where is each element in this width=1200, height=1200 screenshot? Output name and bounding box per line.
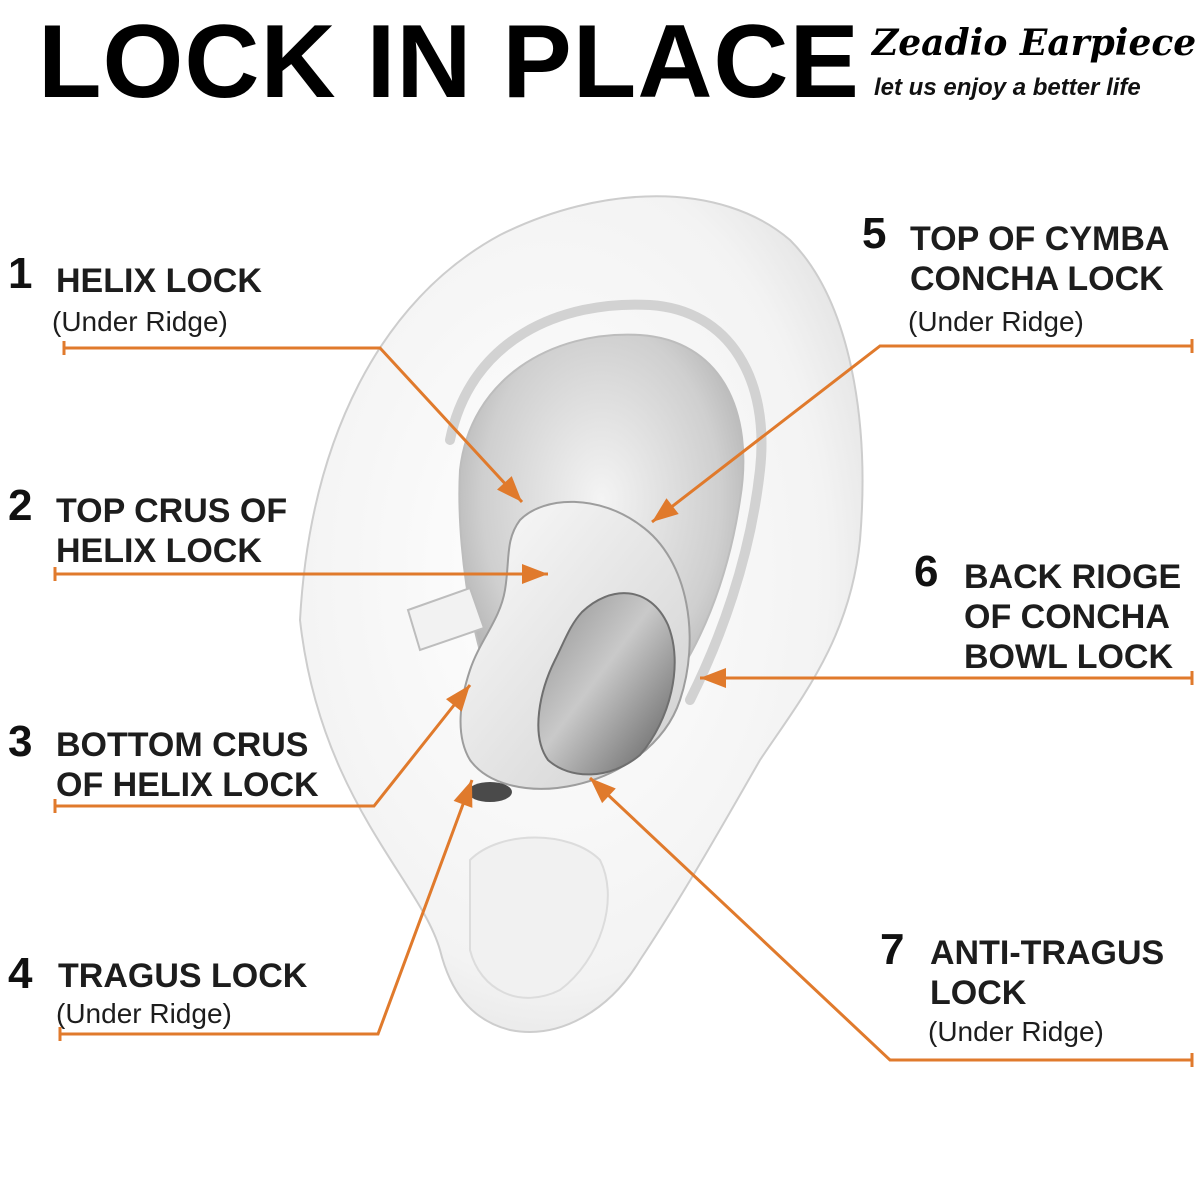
callout-3-arrowhead [446,685,470,712]
callout-7-leader-line [588,776,1192,1062]
earpiece-stem [406,586,486,652]
page-title: LOCK IN PLACE [38,4,860,120]
callout-6-arrowhead [700,668,726,688]
callout-2-label-line-2: HELIX LOCK [56,532,262,570]
callout-4-arrowhead [453,780,473,808]
callout-7-label-line-1: ANTI-TRAGUS [930,934,1165,972]
callout-7-label-line-2: LOCK [930,974,1027,1012]
callout-7-sub: (Under Ridge) [928,1016,1104,1047]
callout-3-label-line-2: OF HELIX LOCK [56,766,319,804]
callout-5-sub: (Under Ridge) [908,306,1084,337]
callout-6-label-line-1: BACK RIOGE [964,558,1182,596]
callout-3-number: 3 [8,717,33,766]
callout-4-number: 4 [8,949,33,998]
callout-1-label-line-1: HELIX LOCK [56,262,262,300]
brand-tagline: let us enjoy a better life [874,74,1141,101]
callout-2-number: 2 [8,481,33,530]
earpiece-faceplate [537,592,676,776]
callout-7-arrowhead [590,778,616,804]
callout-6-label-line-2: OF CONCHA [964,598,1170,636]
callout-4-leader-line [60,779,474,1036]
callout-3-label-line-1: BOTTOM CRUS [56,726,309,764]
callout-6-number: 6 [914,547,939,596]
callout-2-label-line-1: TOP CRUS OF [56,492,288,530]
callout-3-leader-line [55,684,472,808]
ear-lobe [469,836,609,999]
callout-5-number: 5 [862,209,887,258]
callout-5-label-line-1: TOP OF CYMBA [910,220,1170,258]
callout-5-label-line-2: CONCHA LOCK [910,260,1164,298]
callout-6-label-line-3: BOWL LOCK [964,638,1174,676]
callout-1-sub: (Under Ridge) [52,306,228,337]
callout-4-sub: (Under Ridge) [56,998,232,1029]
callout-1-arrowhead [497,476,522,502]
callout-2-arrowhead [522,564,548,584]
callout-lines [53,339,1194,1067]
callout-1-leader-line [64,346,524,504]
callout-1-number: 1 [8,249,33,298]
callout-5-leader-line [651,344,1192,524]
helix-rim [445,299,767,705]
callout-4-label-line-1: TRAGUS LOCK [58,957,308,995]
callout-7-number: 7 [880,925,905,974]
callout-5-arrowhead [652,498,679,522]
brand-name: Zeadio Earpiece [872,22,1197,64]
earpiece-nozzle [468,782,512,802]
